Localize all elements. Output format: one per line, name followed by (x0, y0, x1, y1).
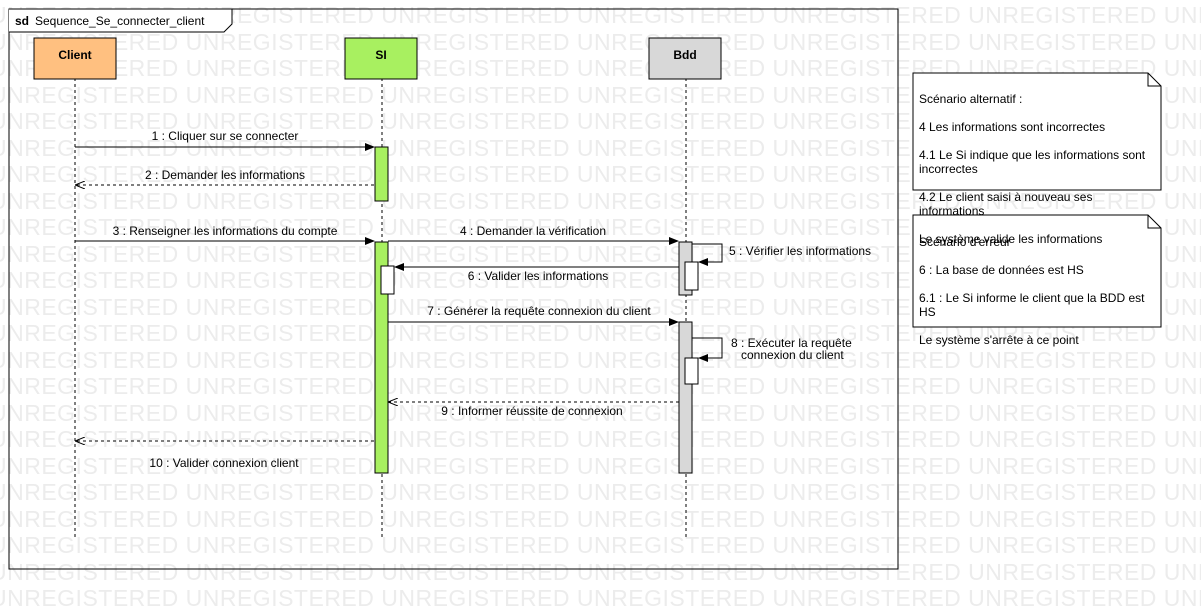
note-error-title: Scénario d'erreur (919, 235, 1011, 249)
bdd-head[interactable] (648, 37, 722, 80)
note-alternative-line-4: Le système valide les informations (919, 232, 1103, 246)
note-error-line-2: 6.1 : Le Si informe le client que la BDD… (919, 291, 1145, 319)
message-8-label: 8 : Exécuter la requête (731, 336, 852, 350)
client-name: Client (58, 48, 91, 62)
note-error-box[interactable] (912, 214, 1162, 328)
bdd-activation-self-1 (684, 261, 699, 291)
frame-tab (9, 8, 233, 33)
message-7-label: 7 : Générer la requête connexion du clie… (427, 304, 651, 318)
message-8-label-line2: connexion du client (741, 348, 844, 362)
client-head[interactable] (33, 37, 117, 80)
bdd-name: Bdd (673, 48, 696, 62)
bdd-activation-2 (678, 321, 693, 474)
si-activation-1 (374, 146, 389, 202)
message-8-arrow[interactable] (692, 337, 723, 362)
frame-name: Sequence_Se_connecter_client (35, 14, 205, 28)
message-1-label: 1 : Cliquer sur se connecter (152, 129, 299, 143)
message-6-label: 6 : Valider les informations (468, 269, 609, 283)
note-error-fold (1147, 215, 1161, 229)
si-activation-nested (380, 265, 395, 295)
note-error-line-3: Le système s'arrête à ce point (919, 333, 1079, 347)
bdd-activation-self-2 (684, 357, 699, 385)
frame-border (8, 8, 899, 570)
note-alternative-fold (1147, 73, 1161, 87)
note-error-line-1: 6 : La base de données est HS (919, 263, 1084, 277)
si-activation-2 (374, 241, 389, 474)
note-alternative-line-2: 4.1 Le Si indique que les informations s… (919, 148, 1146, 176)
message-4-label: 4 : Demander la vérification (460, 224, 606, 238)
note-alternative-box[interactable] (912, 72, 1162, 191)
message-3-label: 3 : Renseigner les informations du compt… (113, 224, 338, 238)
message-2-label: 2 : Demander les informations (145, 168, 305, 182)
note-alternative-line-3: 4.2 Le client saisi à nouveau ses inform… (919, 190, 1093, 218)
note-alternative-line-1: 4 Les informations sont incorrectes (919, 120, 1106, 134)
si-name: SI (375, 48, 386, 62)
note-alternative: Scénario alternatif : 4 Les informations… (919, 78, 1149, 260)
message-10-label: 10 : Valider connexion client (149, 456, 299, 470)
message-5-arrow[interactable] (692, 243, 723, 266)
note-alternative-title: Scénario alternatif : (919, 92, 1023, 106)
frame-keyword: sd (15, 14, 29, 28)
message-9-label: 9 : Informer réussite de connexion (441, 404, 622, 418)
message-5-label: 5 : Vérifier les informations (729, 244, 871, 258)
si-head[interactable] (344, 37, 418, 80)
note-error: Scénario d'erreur 6 : La base de données… (919, 221, 1149, 361)
